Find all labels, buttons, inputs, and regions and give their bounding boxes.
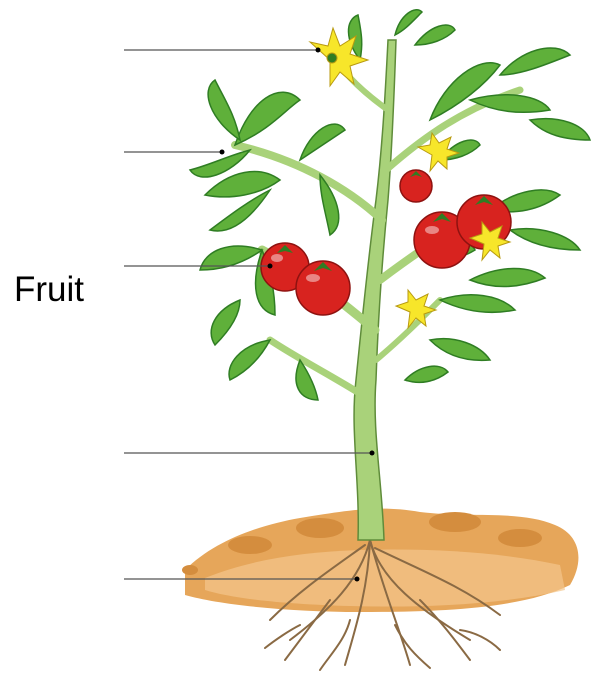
tomato bbox=[296, 261, 350, 315]
fruit-pointer-dot bbox=[268, 264, 273, 269]
flower-pointer-dot bbox=[316, 48, 321, 53]
stem-pointer-dot bbox=[370, 451, 375, 456]
root-pointer-dot bbox=[355, 577, 360, 582]
fruit-label: Fruit bbox=[14, 270, 84, 310]
leaf-pointer-dot bbox=[220, 150, 225, 155]
tomato bbox=[400, 170, 432, 202]
